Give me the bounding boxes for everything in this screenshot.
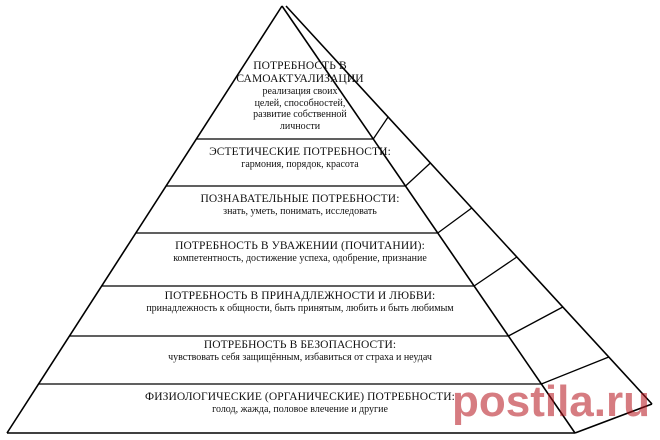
level-description: компетентность, достижение успеха, одобр… xyxy=(173,253,427,265)
level-title: ПОТРЕБНОСТЬ В УВАЖЕНИИ (ПОЧИТАНИИ): xyxy=(175,240,425,252)
level-self-actualization: ПОТРЕБНОСТЬ В САМОАКТУАЛИЗАЦИИ реализаци… xyxy=(224,60,377,132)
level-title: ЭСТЕТИЧЕСКИЕ ПОТРЕБНОСТИ: xyxy=(209,146,391,158)
level-title: ПОТРЕБНОСТЬ В ПРИНАДЛЕЖНОСТИ И ЛЮБВИ: xyxy=(164,290,436,302)
pyramid-side-right-edge xyxy=(285,5,653,405)
pyramid-front-right-edge xyxy=(281,5,576,434)
pyramid-left-edge xyxy=(6,5,283,434)
level-description: чувствовать себя защищённым, избавиться … xyxy=(168,352,432,364)
level-description: реализация своих целей, способностей, ра… xyxy=(253,86,347,132)
level-description: знать, уметь, понимать, исследовать xyxy=(223,206,377,218)
level-title: ПОТРЕБНОСТЬ В БЕЗОПАСНОСТИ: xyxy=(203,339,397,351)
level-title: ПОТРЕБНОСТЬ В САМОАКТУАЛИЗАЦИИ xyxy=(236,60,364,86)
level-description: гармония, порядок, красота xyxy=(241,159,359,171)
side-step-line xyxy=(508,306,564,337)
level-safety: ПОТРЕБНОСТЬ В БЕЗОПАСНОСТИ: чувствовать … xyxy=(60,339,540,364)
side-step-line xyxy=(473,256,518,287)
side-step-line xyxy=(541,356,610,385)
pyramid-side-base-edge xyxy=(574,403,653,434)
level-cognitive: ПОЗНАВАТЕЛЬНЫЕ ПОТРЕБНОСТИ: знать, уметь… xyxy=(160,193,439,218)
level-esteem: ПОТРЕБНОСТЬ В УВАЖЕНИИ (ПОЧИТАНИИ): комп… xyxy=(125,240,475,265)
level-description: принадлежность к общности, быть принятым… xyxy=(146,303,454,315)
side-step-line xyxy=(437,207,473,234)
level-description: голод, жажда, половое влечение и другие xyxy=(212,404,388,416)
side-step-line xyxy=(372,116,389,140)
level-aesthetic: ЭСТЕТИЧЕСКИЕ ПОТРЕБНОСТИ: гармония, поря… xyxy=(192,146,409,171)
level-physiological: ФИЗИОЛОГИЧЕСКИЕ (ОРГАНИЧЕСКИЕ) ПОТРЕБНОС… xyxy=(60,391,540,416)
level-title: ПОЗНАВАТЕЛЬНЫЕ ПОТРЕБНОСТИ: xyxy=(200,193,400,205)
level-belonging-love: ПОТРЕБНОСТЬ В ПРИНАДЛЕЖНОСТИ И ЛЮБВИ: пр… xyxy=(92,290,508,315)
level-title: ФИЗИОЛОГИЧЕСКИЕ (ОРГАНИЧЕСКИЕ) ПОТРЕБНОС… xyxy=(145,391,455,403)
watermark-logo: postila.ru xyxy=(451,377,650,426)
side-step-line xyxy=(405,162,431,187)
